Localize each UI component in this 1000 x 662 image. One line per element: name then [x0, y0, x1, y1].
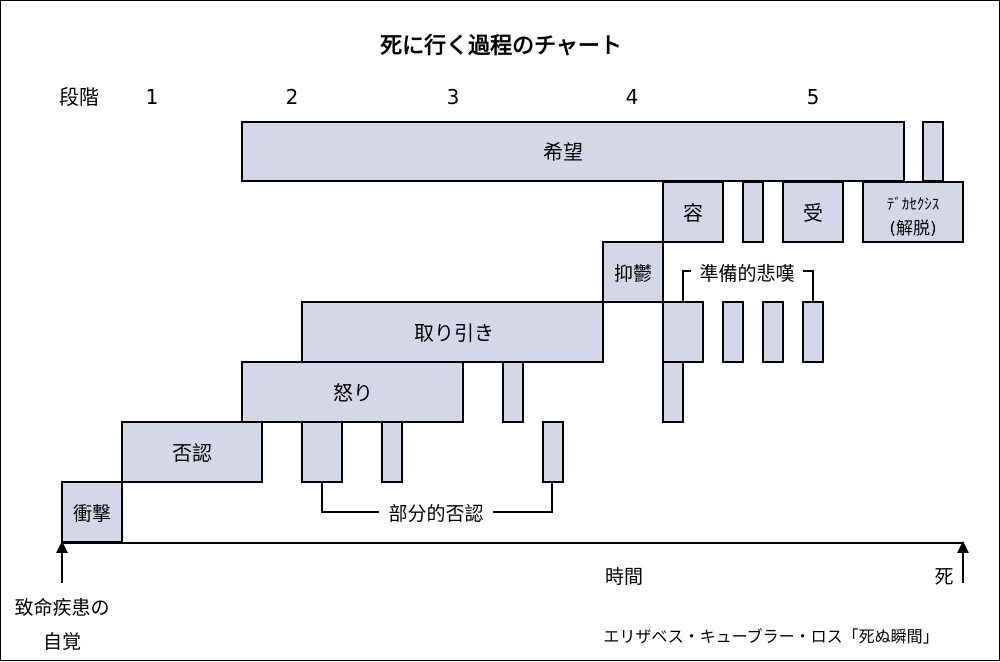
acceptance-label-2: 受 [803, 201, 823, 225]
shock-box [61, 481, 123, 543]
depression-segment-3 [762, 301, 784, 363]
stage-label: 段階 [59, 85, 99, 109]
acceptance-box-1 [662, 181, 724, 243]
decathexis-sublabel: (解脱) [889, 219, 936, 239]
partial-denial-bracket [321, 482, 553, 513]
denial-label: 否認 [172, 441, 212, 465]
origin-arrow-icon [56, 541, 68, 553]
death-arrow-icon [957, 541, 969, 553]
anger-box [241, 361, 464, 423]
depression-box [602, 241, 664, 303]
anger-label: 怒り [333, 381, 373, 405]
bargaining-label: 取り引き [414, 321, 494, 345]
source-citation: エリザベス・キューブラー・ロス「死ぬ瞬間」 [603, 627, 938, 646]
stage-number-3: 3 [447, 85, 460, 109]
hope-box [241, 121, 905, 182]
stage-number-2: 2 [286, 85, 299, 109]
bargaining-segment [662, 361, 684, 423]
denial-box [121, 421, 263, 483]
depression-label: 抑鬱 [614, 263, 652, 285]
chart-title: 死に行く過程のチャート [380, 33, 622, 59]
partial-denial-segment-1 [301, 421, 343, 483]
hope-segment [922, 121, 944, 182]
decathexis-box [862, 181, 964, 243]
preparatory-grief-bracket [682, 270, 814, 301]
anger-segment [502, 361, 524, 423]
shock-label: 衝撃 [73, 503, 111, 525]
depression-segment-4 [802, 301, 824, 363]
acceptance-label-1: 容 [683, 201, 703, 225]
stage-number-5: 5 [807, 85, 820, 109]
partial-denial-segment-3 [542, 421, 564, 483]
acceptance-box-2 [782, 181, 844, 243]
bargaining-box [301, 301, 604, 363]
preparatory-grief-label: 準備的悲嘆 [699, 263, 794, 285]
stage-number-4: 4 [626, 85, 639, 109]
stage-number-1: 1 [146, 85, 159, 109]
acceptance-segment [742, 181, 764, 243]
origin-label: 致命疾患の [14, 597, 109, 619]
death-label: 死 [934, 566, 953, 588]
time-label: 時間 [605, 566, 643, 588]
depression-segment-2 [722, 301, 744, 363]
partial-denial-segment-2 [381, 421, 403, 483]
depression-segment-1 [662, 301, 704, 363]
origin-sublabel: 自覚 [43, 631, 81, 653]
decathexis-label: ﾃﾞｶｾｸｼｽ [887, 195, 940, 213]
hope-label: 希望 [543, 140, 583, 164]
partial-denial-label: 部分的否認 [388, 503, 483, 525]
